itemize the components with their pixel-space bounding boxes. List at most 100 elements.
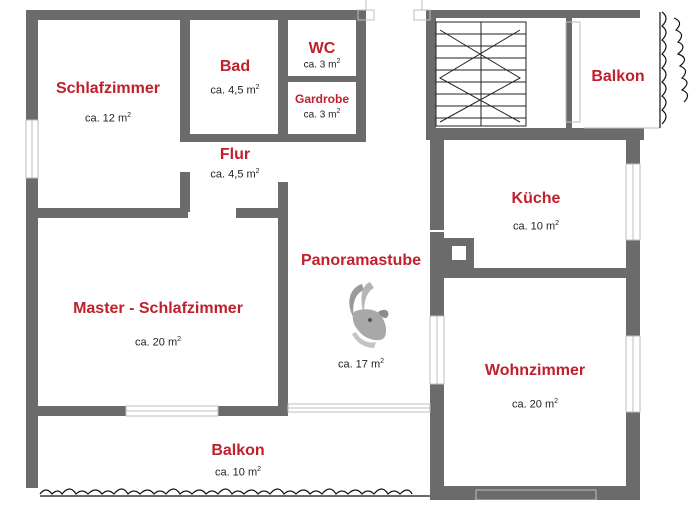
area-value: ca. 17 m [337, 358, 381, 371]
ibex-head-icon [349, 282, 389, 348]
wall-kitchen-top [430, 128, 644, 140]
stair-arrow-2 [438, 29, 521, 123]
room-kueche: Küche ca. 10 m2 [450, 190, 622, 233]
room-name: Flur [219, 146, 251, 163]
ibex-ear [378, 309, 389, 319]
area-value: ca. 20 m [511, 398, 555, 411]
wall-left-3 [26, 428, 38, 488]
room-area: ca. 12 m2 [40, 112, 176, 125]
room-name: Küche [511, 190, 561, 207]
wall-top-mid [186, 10, 358, 20]
wall-bad-left [180, 10, 190, 142]
ibex-face [352, 309, 387, 341]
ibex-horn [349, 284, 364, 318]
room-schlafzimmer: Schlafzimmer ca. 12 m2 [40, 80, 176, 125]
wall-left [26, 10, 38, 120]
area-unit: 2 [554, 398, 559, 405]
room-balkon-bottom: Balkon ca. 10 m2 [168, 442, 308, 479]
wall-wc-right [356, 10, 366, 142]
wall-h-1 [26, 208, 188, 218]
wall-wc-left [278, 10, 288, 142]
wall-kitchen-bottom [444, 268, 634, 278]
room-area: ca. 3 m2 [288, 58, 356, 70]
room-flur: Flur ca. 4,5 m2 [190, 146, 280, 181]
balkon-bottom-railing [39, 488, 430, 497]
area-unit: 2 [127, 112, 132, 119]
area-unit: 2 [255, 84, 260, 91]
railing-plants-right [661, 11, 667, 125]
wall-top-right [430, 10, 640, 18]
ibex-neck [352, 332, 376, 348]
wall-right-3 [626, 412, 640, 500]
ibex-eye [368, 318, 372, 322]
wall-flur-left [180, 172, 190, 212]
wall-top [26, 10, 186, 20]
room-area: ca. 10 m2 [168, 466, 308, 479]
balkon-top-railing [659, 11, 689, 128]
room-area: ca. 10 m2 [450, 220, 622, 233]
wall-master-bottom [26, 406, 126, 416]
wall-left-2 [26, 178, 38, 428]
wall-bad-bottom [190, 134, 280, 142]
door-balkon-top [565, 21, 581, 123]
wall-right-2 [626, 240, 640, 336]
railing-plants-bottom [39, 488, 413, 496]
chimney-inner [452, 246, 466, 260]
wall-wc-bottom [288, 76, 356, 82]
area-unit: 2 [336, 58, 341, 65]
wall-bottom-right [444, 486, 626, 500]
room-name: Bad [219, 58, 251, 75]
room-name: Schlafzimmer [55, 80, 161, 97]
room-gardrobe: Gardrobe ca. 3 m2 [288, 92, 356, 120]
wall-center-right [430, 138, 444, 230]
room-area: ca. 4,5 m2 [192, 84, 278, 97]
railing-plants-right-2 [673, 17, 689, 103]
area-value: ca. 20 m [134, 336, 178, 349]
room-balkon-top: Balkon [580, 68, 656, 86]
room-master-schlafzimmer: Master - Schlafzimmer ca. 20 m2 [38, 300, 278, 349]
wall-gard-bottom [288, 134, 356, 142]
wall-balkon-left [566, 18, 572, 130]
room-bad: Bad ca. 4,5 m2 [192, 58, 278, 97]
area-value: ca. 4,5 m [210, 168, 256, 181]
room-name: Balkon [211, 442, 265, 459]
room-area: ca. 4,5 m2 [190, 168, 280, 181]
area-unit: 2 [555, 220, 560, 227]
room-name: Panoramastube [300, 252, 422, 269]
room-name: Balkon [591, 68, 645, 85]
room-panoramastube: Panoramastube [288, 252, 434, 270]
room-wohnzimmer: Wohnzimmer ca. 20 m2 [444, 362, 626, 411]
room-area: ca. 3 m2 [288, 108, 356, 120]
room-name: Gardrobe [294, 92, 349, 106]
area-value: ca. 3 m [303, 59, 337, 71]
area-value: ca. 12 m [84, 112, 128, 125]
wall-master-bottom-b [218, 406, 288, 416]
room-area: ca. 20 m2 [444, 398, 626, 411]
wall-stair-left [426, 10, 436, 140]
windows [25, 0, 660, 501]
wall-h-1b [236, 208, 280, 218]
room-name: Wohnzimmer [484, 362, 586, 379]
area-unit: 2 [380, 358, 385, 365]
room-wc: WC ca. 3 m2 [288, 40, 356, 70]
stair-arrow [439, 29, 522, 123]
wall-right [626, 128, 640, 164]
area-value: ca. 4,5 m [210, 84, 256, 97]
area-value: ca. 10 m [214, 466, 258, 479]
area-unit: 2 [257, 466, 262, 473]
room-area: ca. 20 m2 [38, 336, 278, 349]
area-unit: 2 [177, 336, 182, 343]
area-value: ca. 10 m [512, 220, 556, 233]
wall-flur-right [278, 182, 288, 414]
area-unit: 2 [336, 108, 341, 115]
room-panoramastube-area: ca. 17 m2 [288, 358, 434, 371]
area-unit: 2 [255, 168, 260, 175]
ibex-horn-2 [361, 282, 374, 314]
room-area: ca. 17 m2 [288, 358, 434, 371]
staircase [435, 21, 527, 127]
wall-center-right-3 [430, 384, 444, 500]
wall-center-right-2 [430, 232, 444, 316]
area-value: ca. 3 m [303, 109, 337, 121]
